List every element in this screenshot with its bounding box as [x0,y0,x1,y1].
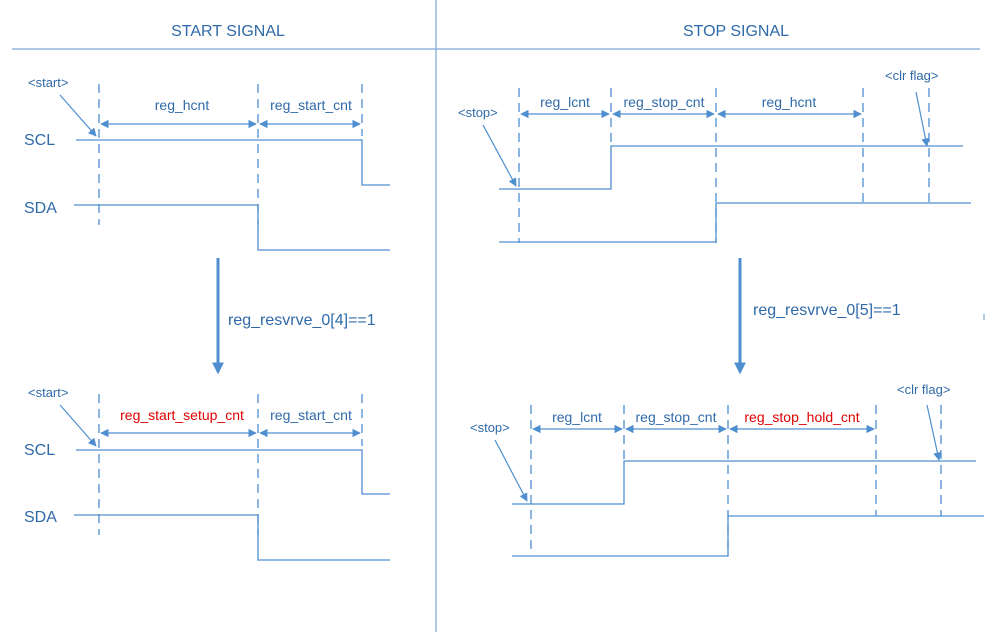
start-diagram-bottom: <start> SCL SDA reg_start_setup_cnt reg_… [24,385,390,561]
scl-waveform [499,145,963,190]
clr-flag-pointer-arrow [915,91,930,147]
scl-waveform [512,460,976,505]
reg-hcnt-label: reg_hcnt [155,97,210,113]
reg-stop-cnt-label: reg_stop_cnt [636,409,717,425]
clr-flag-pointer-arrow [926,404,942,461]
reg-start-cnt-label: reg_start_cnt [270,407,352,423]
reg-start-cnt-label: reg_start_cnt [270,97,352,113]
sda-waveform [499,202,971,243]
sda-label: SDA [24,200,57,217]
start-pointer-arrow [59,94,97,137]
stop-pointer-arrow [482,124,517,187]
scl-label: SCL [24,132,55,149]
start-condition-label: reg_resvrve_0[4]==1 [228,312,376,329]
start-tag: <start> [28,385,68,400]
clr-flag-tag: <clr flag> [885,68,938,83]
reg-hcnt-label: reg_hcnt [762,94,817,110]
stop-diagram-bottom: <stop> <clr flag> reg_lcnt reg_stop_cnt … [470,382,984,557]
start-signal-title: START SIGNAL [171,23,285,40]
stop-tag: <stop> [458,105,498,120]
reg-stop-hold-cnt-label: reg_stop_hold_cnt [744,409,859,425]
reg-start-setup-cnt-label: reg_start_setup_cnt [120,407,244,423]
reg-stop-cnt-label: reg_stop_cnt [624,94,705,110]
start-tag: <start> [28,75,68,90]
sda-waveform [74,514,390,561]
sda-waveform [512,515,984,557]
stop-tag: <stop> [470,420,510,435]
stop-condition-label: reg_resvrve_0[5]==1 [753,302,901,319]
stop-signal-title: STOP SIGNAL [683,23,789,40]
stop-diagram-top: <stop> <clr flag> reg_lcnt reg_stop_cnt … [458,68,971,243]
scl-label: SCL [24,442,55,459]
sda-label: SDA [24,509,57,526]
start-pointer-arrow [59,404,97,447]
scl-waveform [76,449,390,495]
stop-pointer-arrow [494,439,528,502]
scl-waveform [76,139,390,186]
reg-lcnt-label: reg_lcnt [552,409,602,425]
sda-waveform [74,204,390,251]
reg-lcnt-label: reg_lcnt [540,94,590,110]
start-diagram-top: <start> SCL SDA reg_hcnt reg_start_cnt [24,75,390,251]
clr-flag-tag: <clr flag> [897,382,950,397]
